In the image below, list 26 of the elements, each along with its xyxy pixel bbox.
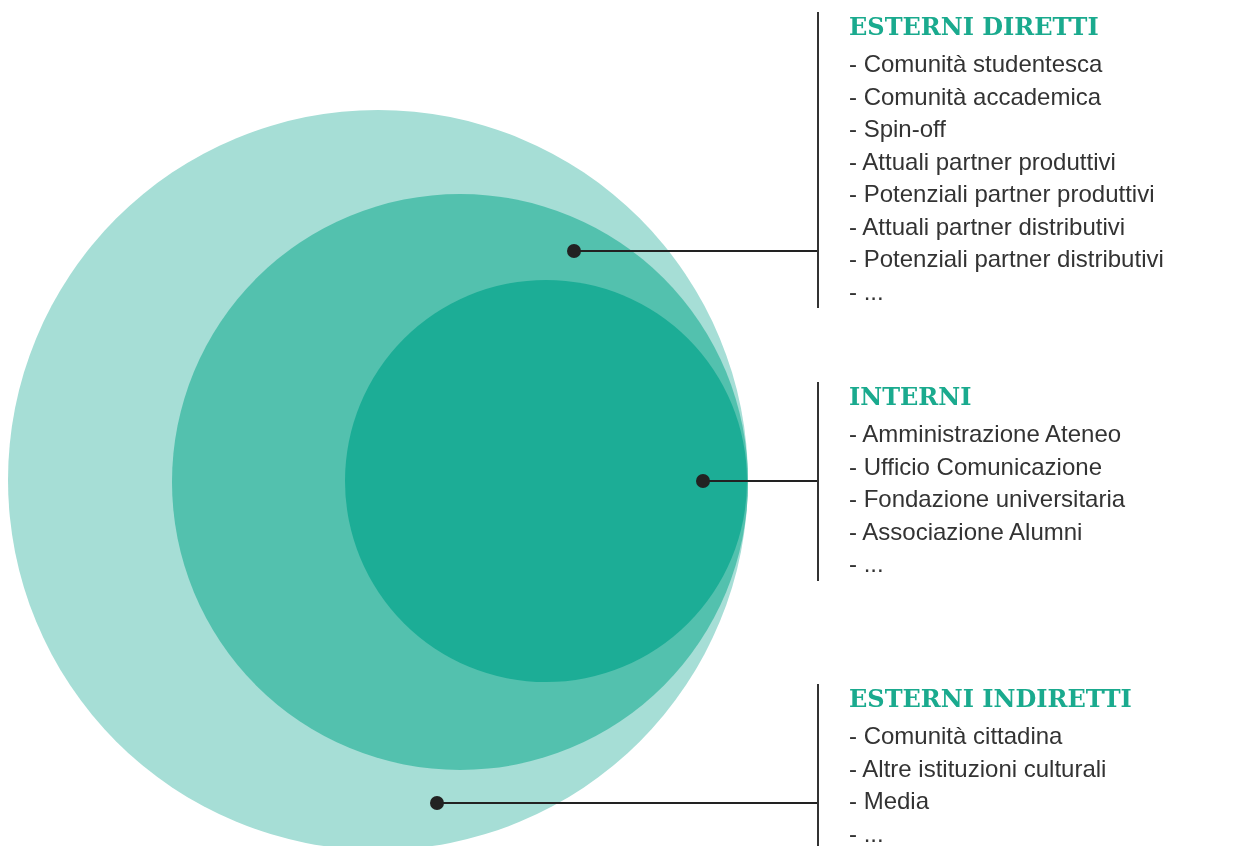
group-heading: ESTERNI DIRETTI <box>849 12 1100 42</box>
group-heading: ESTERNI INDIRETTI <box>849 684 1132 714</box>
list-bracket <box>817 382 1126 581</box>
list-item: - Associazione Alumni <box>849 516 1084 547</box>
list-item: - Attuali partner distributivi <box>849 211 1127 242</box>
list-item: - Potenziali partner distributivi <box>849 244 1164 274</box>
list-item: - ... <box>849 818 885 846</box>
list-item: - Comunità cittadina <box>849 721 1064 751</box>
leader-line <box>430 796 818 810</box>
list-item: - ... <box>849 549 885 579</box>
leader-line <box>567 244 818 258</box>
list-bracket <box>817 12 1164 308</box>
group-heading: INTERNI <box>849 382 973 412</box>
list-item: - Fondazione universitaria <box>849 484 1126 514</box>
list-bracket <box>817 684 1132 846</box>
list-item: - Amministrazione Ateneo <box>849 419 1123 449</box>
list-item: - Comunità studentesca <box>849 49 1104 79</box>
list-item: - Attuali partner produttivi <box>849 146 1117 177</box>
list-item: - Ufficio Comunicazione <box>849 451 1103 482</box>
list-item: - Media <box>849 786 931 816</box>
list-item: - Spin-off <box>849 114 947 144</box>
leader-line <box>696 474 818 488</box>
list-item: - Comunità accademica <box>849 81 1103 112</box>
list-item: - ... <box>849 276 885 307</box>
list-item: - Altre istituzioni culturali <box>849 753 1108 784</box>
list-item: - Potenziali partner produttivi <box>849 179 1156 209</box>
